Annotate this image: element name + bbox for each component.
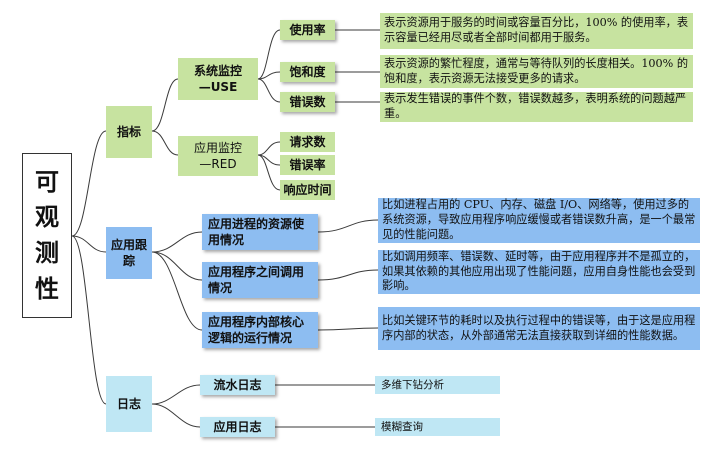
link-calls-desc — [317, 269, 379, 281]
node-tracing: 应用跟 踪 — [106, 227, 152, 279]
node-system-monitoring-use: 系统监控 —USE — [178, 58, 258, 100]
link-internal-desc — [317, 327, 379, 331]
node-saturation: 饱和度 — [280, 62, 335, 82]
desc-inter-app-calls-text: 比如调用频率、错误数、延时等，由于应用程序并不是孤立的，如果其依赖的其他应用出现… — [382, 249, 696, 293]
node-logs-label: 日志 — [116, 396, 141, 411]
note-drilldown-analysis-text: 多维下钻分析 — [381, 378, 444, 391]
desc-internal-logic-text: 比如关键环节的耗时以及执行过程中的错误等，由于这是应用程序内部的状态，从外部通常… — [382, 313, 696, 342]
link-metrics-use — [151, 78, 179, 132]
root-node-observability: 可 观 测 性 — [22, 153, 72, 318]
root-char: 测 — [35, 239, 59, 268]
node-internal-logic-label: 应用程序内部核心 逻辑的运行情况 — [208, 314, 305, 345]
root-char: 观 — [35, 203, 59, 232]
node-request-count-label: 请求数 — [289, 134, 326, 149]
desc-internal-logic: 比如关键环节的耗时以及执行过程中的错误等，由于这是应用程序内部的状态，从外部通常… — [378, 307, 700, 350]
desc-saturation: 表示资源的繁忙程度，通常与等待队列的长度相关。100% 的饱和度，表示资源无法接… — [380, 55, 693, 88]
node-request-count: 请求数 — [280, 132, 335, 152]
node-use-label: 系统监控 —USE — [193, 63, 242, 94]
node-app-logs-label: 应用日志 — [213, 419, 262, 434]
link-root-logs — [71, 235, 107, 405]
node-inter-app-calls-label: 应用程序之间调用 情况 — [208, 264, 305, 295]
desc-error-count: 表示发生错误的事件个数，错误数越多，表明系统的问题越严重。 — [380, 92, 693, 122]
node-flow-logs: 流水日志 — [200, 375, 275, 395]
node-internal-logic: 应用程序内部核心 逻辑的运行情况 — [202, 312, 318, 348]
root-char: 可 — [35, 167, 59, 196]
node-response-time: 响应时间 — [280, 180, 335, 200]
desc-process-resources: 比如进程占用的 CPU、内存、磁盘 I/O、网络等，使用过多的系统资源，导致应用… — [378, 198, 700, 243]
link-resources-desc — [317, 219, 379, 233]
node-app-logs: 应用日志 — [200, 417, 275, 437]
node-inter-app-calls: 应用程序之间调用 情况 — [202, 262, 318, 298]
node-app-monitoring-red: 应用监控 —RED — [178, 136, 258, 176]
desc-utilization-text: 表示资源用于服务的时间或容量百分比，100% 的使用率，表示容量已经用尽或者全部… — [384, 16, 689, 44]
node-flow-logs-label: 流水日志 — [213, 377, 262, 392]
node-saturation-label: 饱和度 — [289, 64, 326, 79]
node-response-time-label: 响应时间 — [283, 182, 332, 197]
link-tracing-resources — [151, 231, 203, 253]
root-char: 性 — [35, 274, 59, 303]
node-metrics: 指标 — [106, 106, 152, 158]
link-logs-app — [151, 403, 201, 428]
node-error-rate: 错误率 — [280, 155, 335, 175]
note-fuzzy-search: 模糊查询 — [375, 418, 500, 436]
desc-process-resources-text: 比如进程占用的 CPU、内存、磁盘 I/O、网络等，使用过多的系统资源，导致应用… — [382, 198, 696, 241]
node-utilization-label: 使用率 — [289, 22, 326, 37]
node-error-rate-label: 错误率 — [289, 157, 326, 172]
link-metrics-red — [151, 130, 179, 156]
link-tracing-internal — [151, 251, 203, 331]
node-red-label: 应用监控 —RED — [193, 140, 242, 171]
node-error-count-label: 错误数 — [289, 94, 326, 109]
desc-inter-app-calls: 比如调用频率、错误数、延时等，由于应用程序并不是孤立的，如果其依赖的其他应用出现… — [378, 250, 700, 294]
link-logs-flow — [151, 384, 201, 405]
link-tracing-calls — [151, 251, 203, 281]
link-root-metrics — [71, 130, 107, 237]
note-drilldown-analysis: 多维下钻分析 — [375, 376, 500, 394]
note-fuzzy-search-text: 模糊查询 — [381, 420, 423, 433]
node-process-resources: 应用进程的资源使 用情况 — [202, 214, 318, 250]
desc-error-count-text: 表示发生错误的事件个数，错误数越多，表明系统的问题越严重。 — [384, 92, 687, 120]
node-utilization: 使用率 — [280, 20, 335, 40]
link-red-requests — [257, 141, 281, 156]
desc-saturation-text: 表示资源的繁忙程度，通常与等待队列的长度相关。100% 的饱和度，表示资源无法接… — [384, 56, 689, 85]
node-metrics-label: 指标 — [116, 124, 141, 139]
node-tracing-label: 应用跟 踪 — [110, 237, 147, 268]
node-error-count: 错误数 — [280, 92, 335, 112]
node-logs: 日志 — [106, 376, 152, 432]
desc-utilization: 表示资源用于服务的时间或容量百分比，100% 的使用率，表示容量已经用尽或者全部… — [380, 13, 693, 49]
link-use-errors — [257, 78, 281, 103]
node-process-resources-label: 应用进程的资源使 用情况 — [208, 216, 305, 247]
link-use-utilization — [257, 29, 281, 80]
link-root-tracing — [71, 235, 107, 253]
link-red-latency — [257, 154, 281, 191]
link-use-saturation — [257, 71, 281, 80]
